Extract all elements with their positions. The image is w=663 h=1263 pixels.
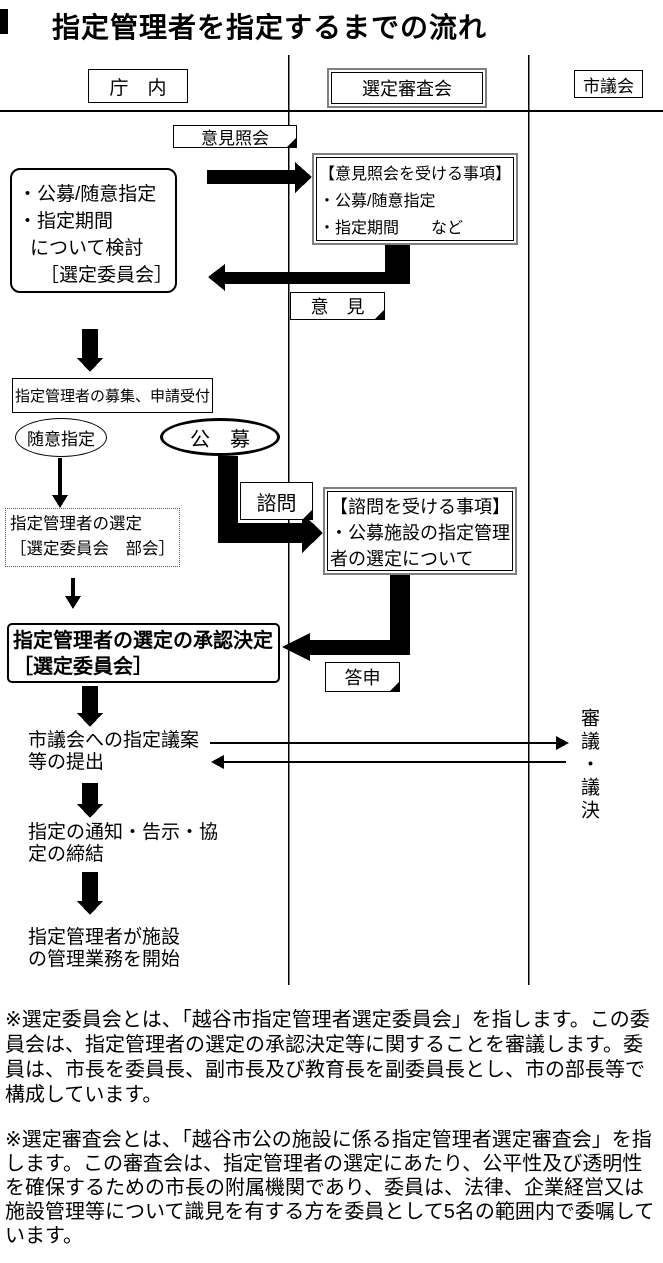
arrow-gian-submit-right (210, 736, 569, 750)
box-boshu: 指定管理者の募集、申請受付 (12, 378, 213, 413)
box-iken-jiko-line3: ・指定期間 など (319, 220, 464, 237)
label-tsuchi-kokuji: 指定の通知・告示・協 定の締結 (28, 822, 218, 866)
box-shimon-jiko-line1: 【諮問を受ける事項】 (330, 497, 510, 517)
box-kento-line3: について検討 (30, 238, 144, 259)
arrow-iken-shokai-right (207, 162, 312, 193)
lane-header-shinsakai-label: 選定審査会 (362, 79, 452, 99)
left-edge-mark (0, 9, 8, 34)
tag-iken: 意 見 (290, 292, 385, 320)
note-sentei-shinsakai: ※選定審査会とは、「越谷市公の施設に係る指定管理者選定審査会」を指します。この審… (5, 1129, 655, 1247)
tag-iken-shokai: 意見照会 (173, 125, 297, 148)
box-shonin-line2: ［選定委員会］ (13, 656, 153, 678)
arrow-down-1 (77, 329, 103, 372)
label-gyomu-kaishi: 指定管理者が施設 の管理業務を開始 (28, 927, 180, 971)
box-kento: ・公募/随意指定 ・指定期間 について検討 ［選定委員会］ (10, 168, 177, 293)
box-iken-jiko-line2: ・公募/随意指定 (319, 193, 436, 210)
box-sentei-line1: 指定管理者の選定 (10, 515, 142, 533)
box-shonin-kettei: 指定管理者の選定の承認決定 ［選定委員会］ (7, 623, 280, 683)
lane-header-chonai: 庁 内 (88, 69, 188, 103)
box-boshu-label: 指定管理者の募集、申請受付 (14, 388, 210, 405)
label-gian-teishutsu: 市議会への指定議案 等の提出 (28, 730, 199, 774)
label-singi-giketsu: 審議・議決 (578, 708, 599, 823)
box-kento-line1: ・公募/随意指定 (18, 184, 157, 205)
label-kaishi-line2: の管理業務を開始 (28, 949, 181, 970)
arrow-down-2 (77, 686, 103, 727)
tag-iken-label: 意 見 (310, 297, 365, 317)
page-title: 指定管理者を指定するまでの流れ (52, 12, 488, 43)
ellipse-zuii-label: 随意指定 (27, 430, 95, 449)
box-kento-line2: ・指定期間 (18, 211, 114, 232)
lane-header-shinsakai: 選定審査会 (327, 68, 487, 108)
arrow-shimon-right (218, 456, 323, 553)
label-gian-line2: 等の提出 (28, 752, 105, 773)
tag-shimon: 諮問 (240, 482, 313, 520)
ellipse-kobo-label: 公 募 (190, 428, 250, 451)
note-sentei-iinkai: ※選定委員会とは、「越谷市指定管理者選定委員会」を指します。この委員会は、指定管… (5, 1009, 650, 1106)
arrow-sentei-down (65, 578, 81, 609)
tag-iken-shokai-label: 意見照会 (201, 129, 269, 148)
lane-header-shigikai: 市議会 (574, 70, 643, 98)
lane-header-chonai-label: 庁 内 (109, 77, 167, 99)
lane-header-shigikai-label: 市議会 (583, 76, 634, 96)
box-iken-jiko: 【意見照会を受ける事項】 ・公募/随意指定 ・指定期間 など (312, 153, 518, 245)
box-shonin-line1: 指定管理者の選定の承認決定 (13, 630, 273, 652)
arrow-giketsu-left (211, 755, 566, 769)
ellipse-kobo: 公 募 (160, 418, 280, 456)
box-kento-line4: ［選定委員会］ (40, 265, 174, 286)
arrow-iken-return-left (208, 243, 410, 291)
box-iken-jiko-line1: 【意見照会を受ける事項】 (319, 166, 512, 183)
arrow-zuii-down (52, 458, 68, 508)
label-gian-line1: 市議会への指定議案 (28, 730, 200, 751)
box-shimon-jiko-line3: 者の選定について (330, 549, 474, 569)
label-tsuchi-line2: 定の締結 (28, 844, 105, 865)
box-sentei-line2: ［選定委員会 部会］ (10, 540, 175, 558)
tag-toshin: 答申 (325, 662, 400, 692)
tag-toshin-label: 答申 (344, 668, 381, 688)
label-tsuchi-line1: 指定の通知・告示・協 (28, 822, 219, 843)
arrow-down-4 (77, 872, 103, 915)
box-sentei-bukai: 指定管理者の選定 ［選定委員会 部会］ (5, 508, 180, 567)
arrow-down-3 (77, 783, 103, 818)
box-shimon-jiko: 【諮問を受ける事項】 ・公募施設の指定管理 者の選定について (323, 487, 517, 575)
ellipse-zuii-shitei: 随意指定 (15, 418, 107, 457)
label-kaishi-line1: 指定管理者が施設 (28, 927, 181, 948)
box-shimon-jiko-line2: ・公募施設の指定管理 (330, 523, 510, 543)
arrow-toshin-left (282, 575, 410, 661)
tag-shimon-label: 諮問 (256, 492, 297, 515)
